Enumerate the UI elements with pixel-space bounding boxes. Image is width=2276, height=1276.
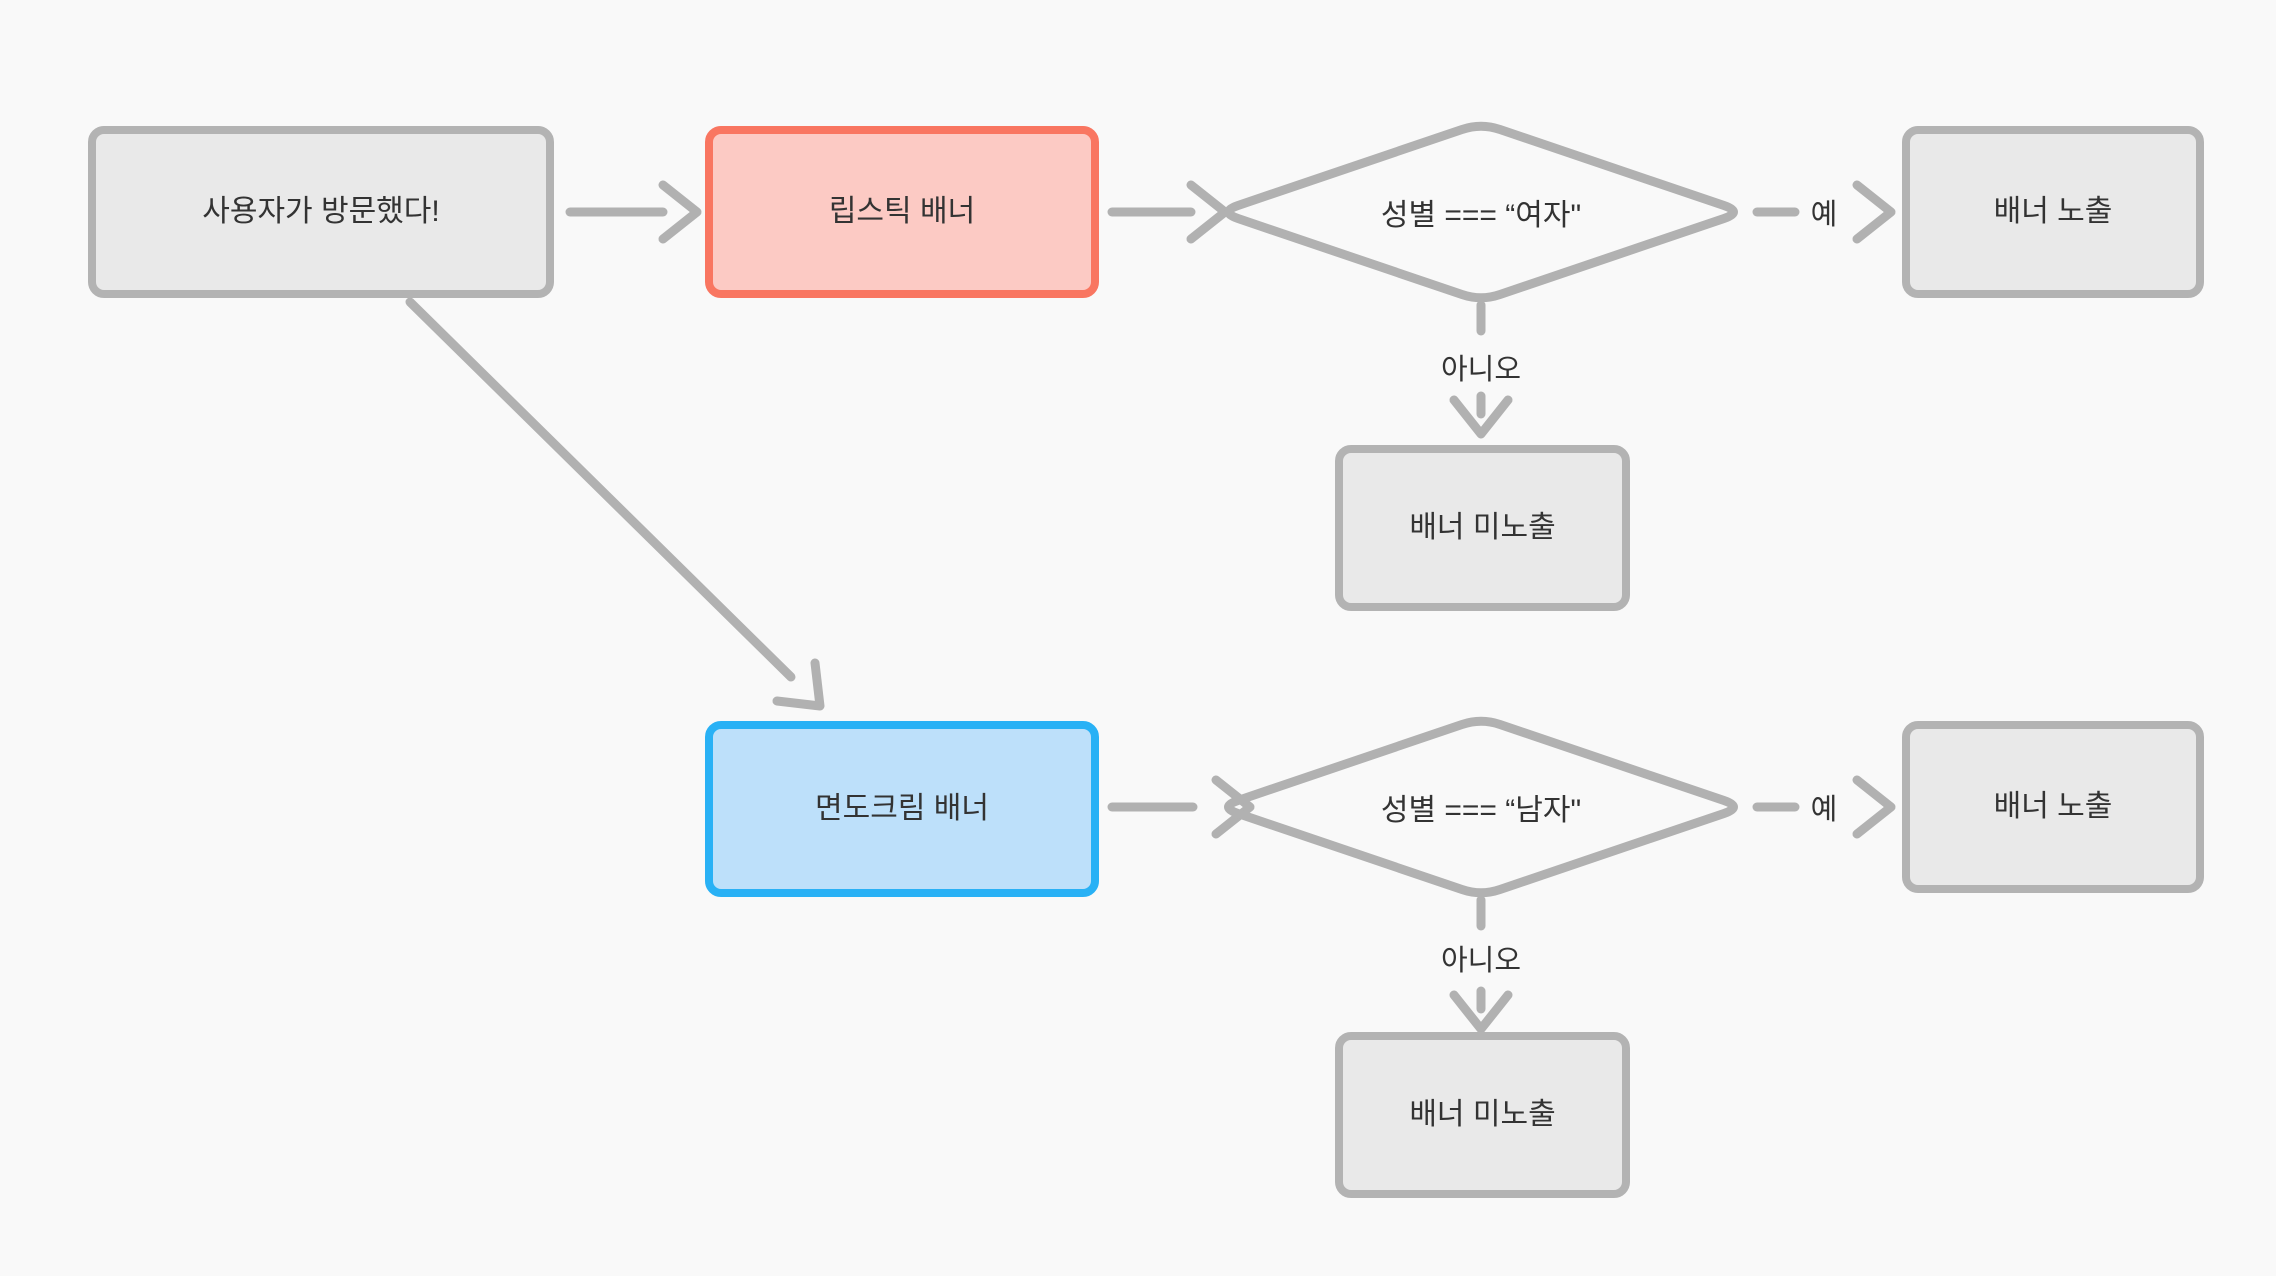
node-banner-hidden-top: 배너 미노출 <box>1335 445 1630 611</box>
node-shaving-cream-banner-label: 면도크림 배너 <box>815 792 989 825</box>
arrow-decision-no-top <box>1449 300 1513 439</box>
node-banner-hidden-top-label: 배너 미노출 <box>1409 511 1556 544</box>
arrow-decision-yes-top <box>1752 180 1896 244</box>
node-lipstick-banner-label: 립스틱 배너 <box>828 195 976 228</box>
arrow-lipstick-to-decision <box>1107 180 1230 244</box>
arrow-decision-no-bottom <box>1449 895 1513 1034</box>
decision-gender-female-label: 성별 === “여자" <box>1380 199 1582 232</box>
node-user-visited: 사용자가 방문했다! <box>88 126 554 298</box>
arrow-user-to-lipstick <box>565 180 702 244</box>
node-user-visited-label: 사용자가 방문했다! <box>202 195 440 228</box>
node-banner-hidden-bottom-label: 배너 미노출 <box>1409 1098 1556 1131</box>
arrow-user-to-shaving <box>405 297 825 711</box>
edge-label-no-top: 아니오 <box>1440 354 1522 386</box>
node-shaving-cream-banner: 면도크림 배너 <box>705 721 1099 897</box>
node-banner-hidden-bottom: 배너 미노출 <box>1335 1032 1630 1198</box>
node-banner-shown-bottom-label: 배너 노출 <box>1993 790 2113 823</box>
node-lipstick-banner: 립스틱 배너 <box>705 126 1099 298</box>
arrow-decision-yes-bottom <box>1752 775 1896 839</box>
edge-label-no-bottom: 아니오 <box>1440 945 1522 977</box>
node-banner-shown-top: 배너 노출 <box>1902 126 2204 298</box>
decision-gender-male-label: 성별 === “남자" <box>1380 794 1582 827</box>
node-banner-shown-bottom: 배너 노출 <box>1902 721 2204 893</box>
edge-label-yes-top: 예 <box>1810 199 1838 231</box>
diamond-gender-female-shape <box>1224 121 1738 303</box>
arrow-shaving-to-decision <box>1107 775 1255 839</box>
diamond-gender-male-shape <box>1224 716 1738 898</box>
edge-label-yes-bottom: 예 <box>1810 794 1838 826</box>
node-banner-shown-top-label: 배너 노출 <box>1993 195 2113 228</box>
